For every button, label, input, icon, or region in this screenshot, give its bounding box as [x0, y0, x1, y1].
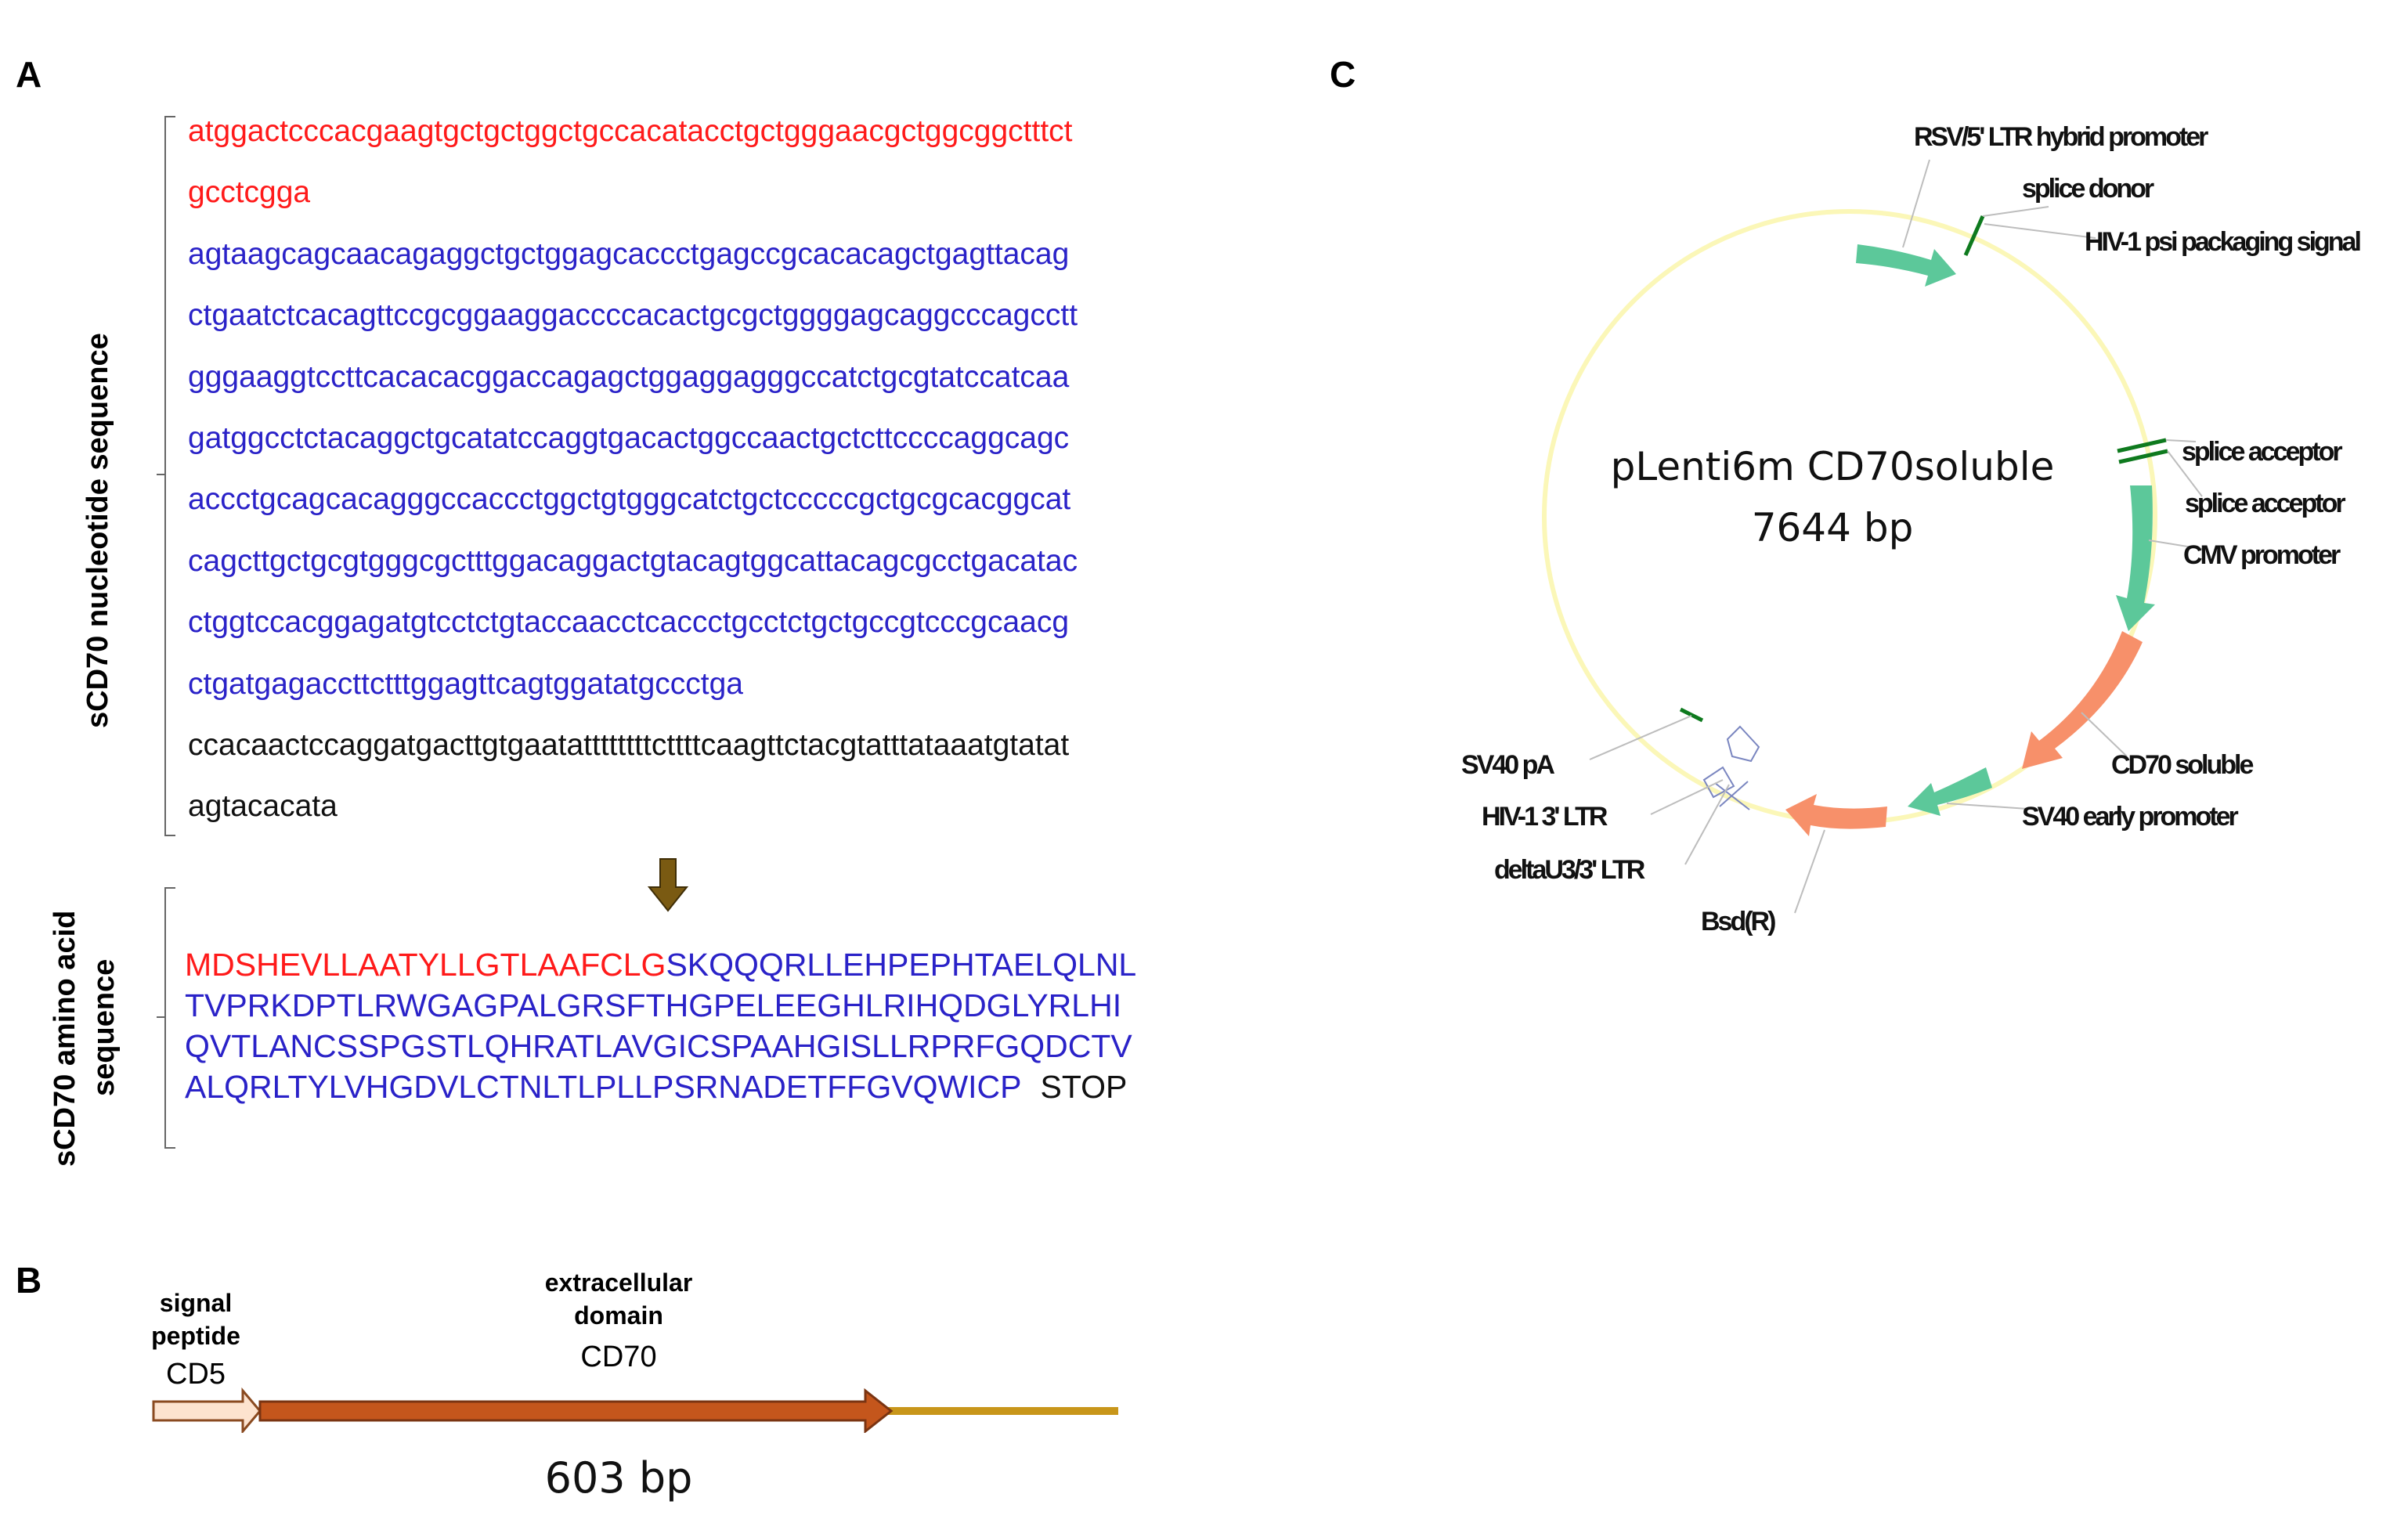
sv40-pa-mark — [1679, 707, 1704, 723]
feature-label: HIV-1 3' LTR — [1482, 802, 1608, 832]
splice-acceptor-mark — [2118, 449, 2168, 464]
extracellular-domain-arrow — [258, 1387, 894, 1433]
amino-acid-bracket — [164, 887, 175, 1149]
ltr-lines — [1702, 725, 1760, 810]
nucleotide-line: gatggcctctacaggctgcatatccaggtgacactggcca… — [188, 421, 1070, 455]
nucleotide-line: agtaagcagcaacagaggctgctggagcaccctgagccgc… — [188, 237, 1070, 271]
amino-acid-label-line1: sCD70 amino acid — [49, 910, 81, 1167]
bsd-resistance-arrow — [1785, 794, 1887, 836]
construct-length: 603 bp — [544, 1453, 693, 1503]
splice-donor-mark — [1963, 215, 1985, 257]
nucleotide-line: agtacacata — [188, 789, 338, 823]
feature-label: deltaU3/3' LTR — [1494, 855, 1645, 885]
panel-label-c: C — [1330, 54, 1356, 95]
nucleotide-line: cagcttgctgcgtgggcgctttggacaggactgtacagtg… — [188, 544, 1078, 578]
nucleotide-line: ctggtccacggagatgtcctctgtaccaacctcaccctgc… — [188, 605, 1070, 639]
extracellular-domain-name: CD70 — [580, 1341, 657, 1373]
nucleotide-line: gcctcgga — [188, 175, 311, 209]
feature-label: SV40 early promoter — [2022, 802, 2239, 832]
nucleotide-line: ccacaactccaggatgacttgtgaatattttttttctttt… — [188, 728, 1070, 762]
nucleotide-line: gggaaggtccttcacacacggaccagagctggaggagggc… — [188, 360, 1070, 394]
translation-arrow-icon — [647, 858, 689, 912]
signal-peptide-name: CD5 — [165, 1358, 226, 1391]
amino-acid-label-line2: sequence — [88, 958, 121, 1096]
signal-peptide-arrow — [152, 1387, 262, 1433]
amino-line: TVPRKDPTLRWGAGPALGRSFTHGPELEEGHLRIHQDGLY… — [185, 987, 1122, 1023]
feature-label: RSV/5' LTR hybrid promoter — [1914, 122, 2208, 152]
nucleotide-sequence-label: sCD70 nucleotide sequence — [81, 333, 114, 728]
nucleotide-bracket-tick — [157, 474, 166, 475]
signal-peptide-label: signal peptide — [151, 1289, 240, 1350]
nucleotide-line: ctgatgagaccttctttggagttcagtggatatgccctga — [188, 667, 743, 701]
plasmid-map — [1542, 159, 2208, 914]
cmv-promoter-arrow — [2116, 485, 2155, 631]
construct-map — [152, 1387, 1118, 1433]
feature-label: splice donor — [2022, 174, 2154, 204]
panel-label-b: B — [16, 1260, 42, 1301]
splice-acceptor-mark — [2117, 438, 2167, 453]
rsv-promoter-arrow — [1856, 244, 1956, 287]
feature-label: splice acceptor — [2185, 489, 2346, 518]
sv40-early-promoter-arrow — [1908, 767, 1992, 816]
nucleotide-line: ctgaatctcacagttccgcggaaggaccccacactgcgct… — [188, 298, 1078, 332]
plasmid-title: pLenti6m CD70soluble 7644 bp — [1610, 444, 2055, 550]
feature-label: splice acceptor — [2182, 437, 2343, 467]
feature-label: SV40 pA — [1461, 750, 1555, 780]
nucleotide-bracket — [164, 116, 175, 836]
nucleotide-line: accctgcagcacagggccaccctggctgtgggcatctgct… — [188, 482, 1071, 516]
nucleotide-line: atggactcccacgaagtgctgctggctgccacatacctgc… — [188, 114, 1073, 148]
amino-line: ALQRLTYLVHGDVLCTNLTLPLLPSRNADETFFGVQWICP… — [185, 1069, 1128, 1105]
stop-codon: STOP — [1040, 1069, 1128, 1105]
feature-label: CD70 soluble — [2111, 750, 2254, 780]
feature-label: CMV promoter — [2183, 540, 2341, 570]
cd70-soluble-arrow — [2022, 631, 2143, 769]
extracellular-domain-label: extracellular domain — [544, 1268, 693, 1330]
amino-line: MDSHEVLLAATYLLGTLAAFCLGSKQQQRLLEHPEPHTAE… — [185, 947, 1137, 983]
feature-label: HIV-1 psi packaging signal — [2085, 227, 2362, 257]
amino-line: QVTLANCSSPGSTLQHRATLAVGICSPAAHGISLLRPRFG… — [185, 1028, 1132, 1064]
amino-acid-bracket-tick — [157, 1016, 166, 1018]
panel-label-a: A — [16, 54, 42, 95]
feature-label: Bsd(R) — [1701, 907, 1776, 936]
leader-lines — [1589, 159, 2208, 914]
